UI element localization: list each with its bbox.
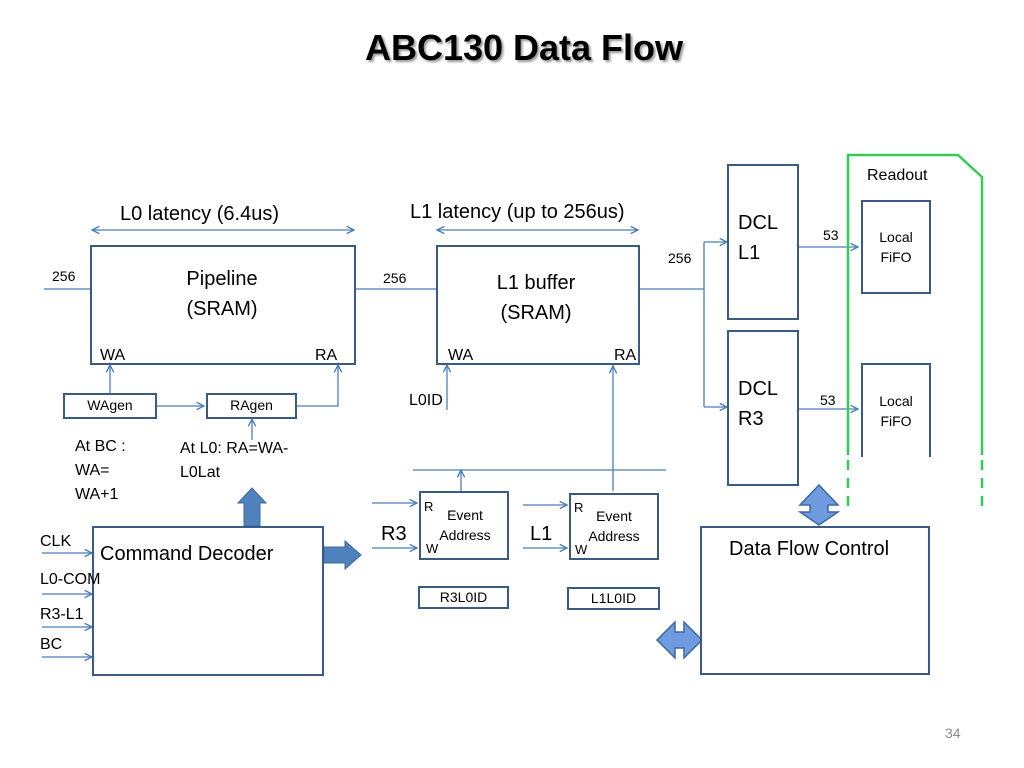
dcl-l1-label-line2: L1 xyxy=(738,242,761,264)
pipeline-label-line2: (SRAM) xyxy=(186,298,258,320)
l1-buffer-wa-label: WA xyxy=(448,347,474,364)
local-fifo-bottom-line2: FiFO xyxy=(880,413,912,429)
l1-buffer-ra-label: RA xyxy=(614,347,637,364)
command-decoder-right-arrow xyxy=(323,539,362,571)
ragen-note-line2: L0Lat xyxy=(180,464,221,481)
wagen-note-line1: At BC : xyxy=(75,438,126,455)
slide-title: ABC130 Data Flow xyxy=(364,27,684,68)
event-address-l1-r-port: R xyxy=(574,500,584,515)
ragen-block xyxy=(206,393,297,419)
mid-bus-width-label: 256 xyxy=(383,270,407,286)
page-number: 34 xyxy=(945,725,961,741)
wagen-note-line3: WA+1 xyxy=(75,486,119,503)
event-address-l1-w-port: W xyxy=(575,542,588,557)
dfc-readout-bidir-arrow xyxy=(797,483,841,526)
l1-buffer-label-line1: L1 buffer xyxy=(496,272,576,294)
event-address-l1-line1: Event xyxy=(596,508,632,524)
readout-label: Readout xyxy=(867,167,928,184)
event-address-r3-line2: Address xyxy=(439,527,491,543)
dcl-l1-bus-width-label: 53 xyxy=(823,227,839,243)
local-fifo-bottom-line1: Local xyxy=(879,393,913,409)
dcl-l1-block xyxy=(727,164,799,320)
wagen-label: WAgen xyxy=(87,397,133,413)
command-decoder-up-arrow xyxy=(236,487,268,527)
r3-path-label: R3 xyxy=(381,523,407,545)
data-flow-control-label: Data Flow Control xyxy=(729,538,890,560)
dcl-r3-block xyxy=(727,330,799,486)
dcl-l1-label-line1: DCL xyxy=(738,212,779,234)
ragen-note-line1: At L0: RA=WA- xyxy=(180,440,289,457)
output-bus-width-label: 256 xyxy=(668,250,692,266)
event-address-l1-line2: Address xyxy=(588,528,640,544)
pipeline-label-line1: Pipeline xyxy=(186,268,258,290)
dcl-r3-label-line2: R3 xyxy=(738,408,764,430)
l1-buffer-label-line2: (SRAM) xyxy=(500,302,572,324)
l0com-input-label: L0-COM xyxy=(40,571,101,588)
command-decoder-label: Command Decoder xyxy=(100,543,274,565)
bc-input-label: BC xyxy=(40,636,63,653)
l0id-label: L0ID xyxy=(409,392,443,409)
l1-buffer-block xyxy=(436,245,640,365)
data-flow-control-block xyxy=(700,526,930,675)
event-address-r3-w-port: W xyxy=(426,541,439,556)
local-fifo-top-block xyxy=(861,200,931,294)
r3l0id-block xyxy=(418,586,509,609)
pipeline-wa-label: WA xyxy=(100,347,126,364)
dcl-r3-label-line1: DCL xyxy=(738,378,779,400)
event-address-r3-line1: Event xyxy=(447,507,483,523)
local-fifo-top-line2: FiFO xyxy=(880,249,912,265)
l0-latency-label: L0 latency (6.4us) xyxy=(120,203,279,225)
command-decoder-block xyxy=(92,526,324,676)
readout-bracket xyxy=(846,153,984,455)
r3l0id-label: R3L0ID xyxy=(439,589,488,605)
ragen-to-ra-line xyxy=(297,365,338,407)
local-fifo-bottom-block xyxy=(861,363,931,457)
pipeline-block xyxy=(90,245,356,365)
wagen-block xyxy=(63,393,157,419)
l1l0id-block xyxy=(567,587,660,610)
wagen-note-line2: WA= xyxy=(75,462,110,479)
l1-latency-label: L1 latency (up to 256us) xyxy=(410,201,625,223)
event-address-r3-r-port: R xyxy=(424,499,434,514)
dfc-left-bidir-arrow xyxy=(655,620,704,660)
l1-path-label: L1 xyxy=(530,523,553,545)
local-fifo-top-line1: Local xyxy=(879,229,913,245)
ragen-label: RAgen xyxy=(230,397,273,413)
input-bus-width-label: 256 xyxy=(52,268,76,284)
l1l0id-label: L1L0ID xyxy=(590,590,637,606)
pipeline-ra-label: RA xyxy=(315,347,338,364)
event-address-r3-block xyxy=(419,491,509,560)
r3l1-input-label: R3-L1 xyxy=(40,606,84,623)
event-address-l1-block xyxy=(569,493,659,560)
clk-input-label: CLK xyxy=(40,533,72,550)
dcl-r3-bus-width-label: 53 xyxy=(820,392,836,408)
